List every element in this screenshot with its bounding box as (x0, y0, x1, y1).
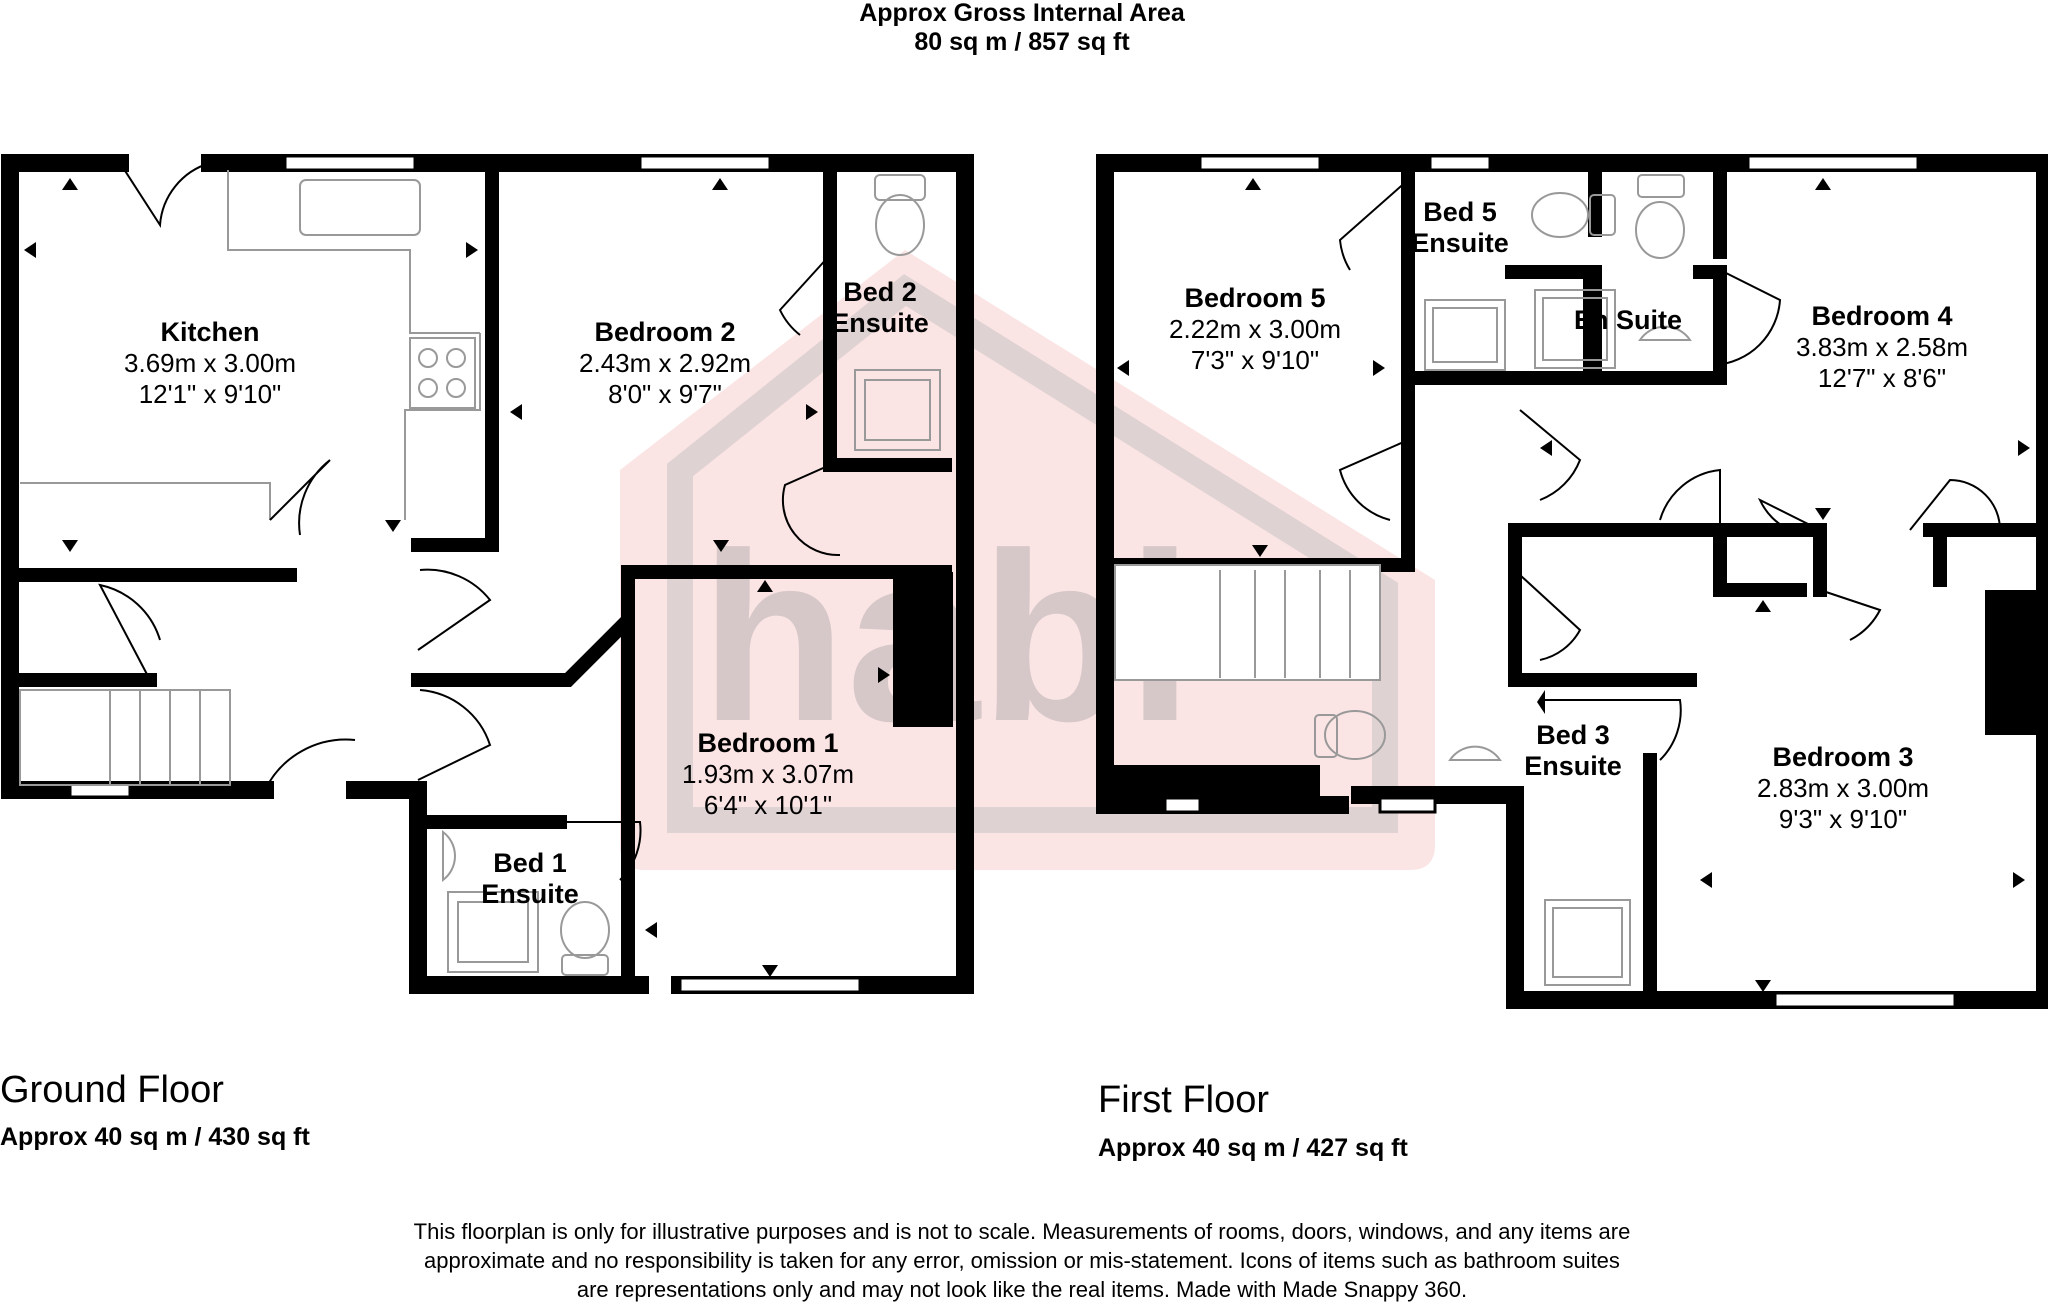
total-area: 80 sq m / 857 sq ft (914, 28, 1130, 56)
room-dim-metric: 1.93m x 3.07m (682, 759, 854, 789)
first-floor-area: Approx 40 sq m / 427 sq ft (1098, 1134, 1408, 1162)
room-dim-imperial: 6'4" x 10'1" (703, 790, 833, 820)
room-label-bed-2-ensuite: Bed 2 Ensuite (831, 277, 929, 339)
room-label-bedroom-4: Bedroom 4 3.83m x 2.58m 12'7" x 8'6" (1796, 301, 1968, 394)
room-name: Bedroom 3 (1772, 742, 1914, 772)
room-label-bedroom-1: Bedroom 1 1.93m x 3.07m 6'4" x 10'1" (682, 728, 854, 821)
first-floor-title: First Floor (1098, 1079, 1269, 1121)
room-name: Bedroom 1 (697, 728, 839, 758)
room-label-bed-3-ensuite: Bed 3 Ensuite (1524, 720, 1622, 782)
disclaimer-line-2: approximate and no responsibility is tak… (424, 1248, 1620, 1273)
room-name: Bedroom 2 (594, 317, 736, 347)
room-name: Bed 1 (493, 848, 567, 878)
room-name: Kitchen (160, 317, 260, 347)
room-dim-imperial: 7'3" x 9'10" (1190, 345, 1320, 375)
room-label-kitchen: Kitchen 3.69m x 3.00m 12'1" x 9'10" (124, 317, 296, 410)
disclaimer-line-1: This floorplan is only for illustrative … (413, 1219, 1631, 1244)
room-dim-imperial: 9'3" x 9'10" (1778, 804, 1908, 834)
room-dim-metric: 3.83m x 2.58m (1796, 332, 1968, 362)
ground-floor-plan (1, 154, 974, 994)
room-name: Bed 5 (1423, 197, 1497, 227)
room-dim-metric: 2.83m x 3.00m (1757, 773, 1929, 803)
room-name-line2: Ensuite (1524, 751, 1622, 781)
room-dim-imperial: 8'0" x 9'7" (608, 379, 722, 409)
room-name: Bedroom 4 (1811, 301, 1953, 331)
disclaimer-line-3: are representations only and may not loo… (576, 1277, 1468, 1302)
room-dim-imperial: 12'1" x 9'10" (138, 379, 282, 409)
room-label-bedroom-2: Bedroom 2 2.43m x 2.92m 8'0" x 9'7" (579, 317, 751, 410)
room-dim-metric: 2.43m x 2.92m (579, 348, 751, 378)
area-title: Approx Gross Internal Area (859, 0, 1185, 27)
room-name: Bed 3 (1536, 720, 1610, 750)
room-label-bedroom-3: Bedroom 3 2.83m x 3.00m 9'3" x 9'10" (1757, 742, 1929, 835)
room-dim-imperial: 12'7" x 8'6" (1817, 363, 1947, 393)
room-label-bed-5-ensuite: Bed 5 Ensuite (1411, 197, 1509, 259)
ground-floor-title: Ground Floor (0, 1069, 224, 1111)
ground-floor-area: Approx 40 sq m / 430 sq ft (0, 1123, 310, 1151)
room-dim-metric: 2.22m x 3.00m (1169, 314, 1341, 344)
room-name: Bed 2 (843, 277, 917, 307)
room-dim-metric: 3.69m x 3.00m (124, 348, 296, 378)
room-name: Bedroom 5 (1184, 283, 1326, 313)
disclaimer: This floorplan is only for illustrative … (414, 1217, 1631, 1304)
room-name-line2: Ensuite (1411, 228, 1509, 258)
room-label-bed-1-ensuite: Bed 1 Ensuite (481, 848, 579, 910)
room-name-line2: Ensuite (831, 308, 929, 338)
room-label-bedroom-5: Bedroom 5 2.22m x 3.00m 7'3" x 9'10" (1169, 283, 1341, 376)
room-name-line2: Ensuite (481, 879, 579, 909)
first-floor-plan (1096, 154, 2048, 1009)
room-label-en-suite: En Suite (1574, 305, 1682, 336)
room-name: En Suite (1573, 305, 1683, 335)
